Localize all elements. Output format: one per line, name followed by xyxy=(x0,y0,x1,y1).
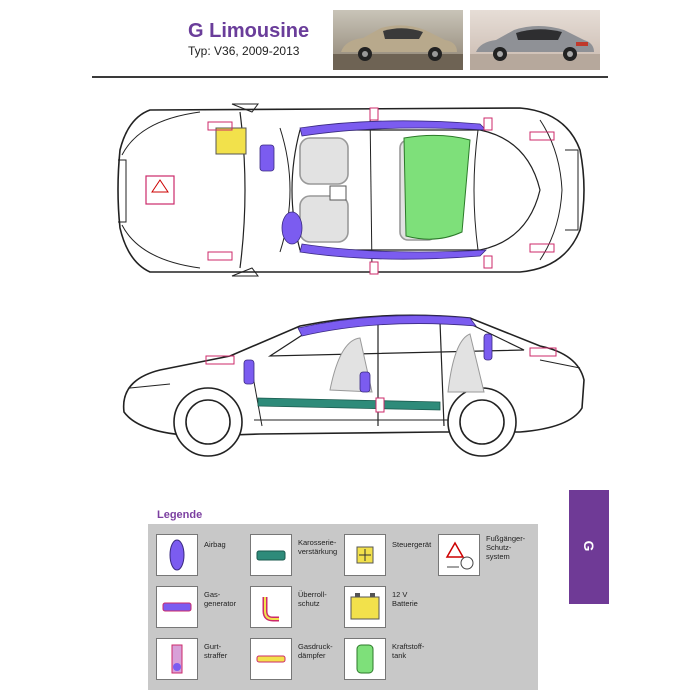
airbag-icon xyxy=(156,534,198,576)
legend-label-fuel-tank: Kraftstoff-tank xyxy=(392,642,425,660)
legend-label-gas-strut: Gasdruck-dämpfer xyxy=(298,642,333,660)
side-view-components xyxy=(205,315,557,413)
legend-panel: Airbag Karosserie-verstärkung Steuergerä… xyxy=(148,524,538,690)
curtain-airbag-side xyxy=(297,315,477,337)
section-tab-label: G xyxy=(581,540,597,552)
page-title: G Limousine xyxy=(188,20,310,42)
car-photo-rear xyxy=(470,10,600,70)
gas-strut-icon xyxy=(250,638,292,680)
gas-strut-rear-side xyxy=(529,347,557,357)
legend-label-control-unit: Steuergerät xyxy=(392,540,432,549)
legend-title: Legende xyxy=(157,509,203,521)
body-reinforcement-icon xyxy=(250,534,292,576)
battery-icon xyxy=(344,586,386,628)
gas-strut-tr xyxy=(529,131,555,141)
section-tab-g: G xyxy=(569,490,609,604)
control-unit-icon xyxy=(344,534,386,576)
c-pillar-airbag xyxy=(483,333,493,361)
curtain-airbag-top xyxy=(299,120,488,137)
gas-strut-bl xyxy=(207,251,233,261)
car-side-view xyxy=(122,314,585,457)
rollover-protection-icon xyxy=(250,586,292,628)
header-divider xyxy=(92,76,608,78)
top-view-components xyxy=(145,107,555,275)
gas-strut-br xyxy=(529,243,555,253)
legend-label-body-reinforcement: Karosserie-verstärkung xyxy=(298,538,338,556)
legend-label-rollover-protection: Überroll-schutz xyxy=(298,590,327,608)
belt-tensioner-side xyxy=(375,397,385,413)
airbag-driver xyxy=(281,211,303,245)
legend-label-gas-generator: Gas-generator xyxy=(204,590,237,608)
legend-label-belt-tensioner: Gurt-straffer xyxy=(204,642,228,660)
battery-top xyxy=(215,127,247,155)
belt-tensioner-icon xyxy=(156,638,198,680)
body-reinforcement-side xyxy=(257,397,441,411)
belt-tensioner-bottom xyxy=(369,261,379,275)
fuel-tank-top xyxy=(403,134,471,240)
gas-strut-front-side xyxy=(205,355,235,365)
pedestrian-protection-icon xyxy=(438,534,480,576)
control-unit-top xyxy=(329,185,347,201)
legend-label-pedestrian-protection: Fußgänger-Schutz-system xyxy=(486,534,526,561)
page-subtitle: Typ: V36, 2009-2013 xyxy=(188,44,300,58)
curtain-airbag-bottom xyxy=(299,243,488,260)
car-photo-front xyxy=(333,10,463,70)
gas-strut-tl xyxy=(207,121,233,131)
gas-generator-icon xyxy=(156,586,198,628)
fuel-tank-icon xyxy=(344,638,386,680)
belt-tensioner-top xyxy=(369,107,379,121)
legend-label-airbag: Airbag xyxy=(204,540,226,549)
airbag-passenger xyxy=(259,144,275,172)
